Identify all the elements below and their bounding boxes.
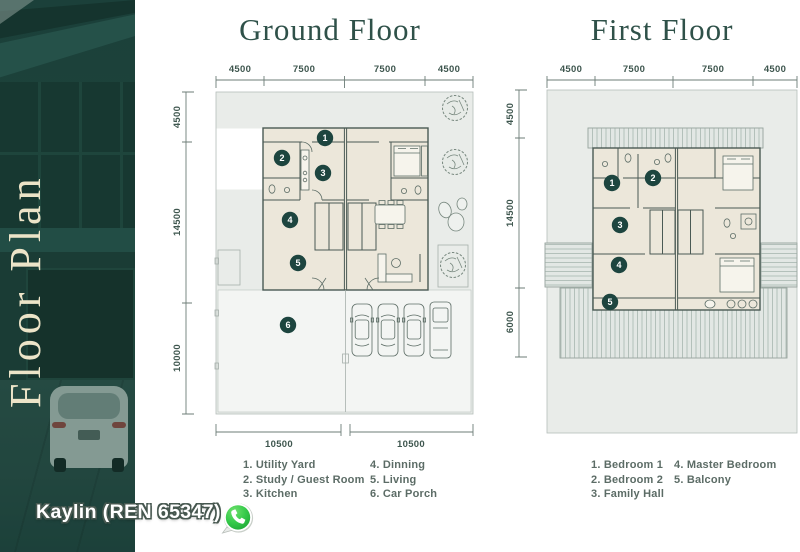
legend-item: 1. Bedroom 1 — [591, 459, 664, 471]
house-photo-upper-windows — [0, 82, 135, 230]
first-floor-plan: 4500 7500 7500 4500 4500 14500 6000 — [505, 64, 798, 434]
svg-text:4500: 4500 — [505, 103, 516, 125]
garden-rocks — [438, 197, 468, 232]
room-marker-number: 2 — [650, 173, 655, 183]
svg-text:4500: 4500 — [764, 64, 786, 75]
svg-text:10000: 10000 — [172, 344, 183, 372]
paved-pad — [437, 244, 469, 288]
legend-item: 1. Utility Yard — [243, 459, 316, 471]
svg-text:14500: 14500 — [505, 199, 516, 227]
ground-floor-title: Ground Floor — [239, 12, 421, 47]
page-title-vertical: Floor Plan — [1, 173, 50, 409]
room-marker-number: 1 — [322, 133, 327, 143]
first-floor-legend-col2: 4. Master Bedroom 5. Balcony — [674, 458, 776, 487]
legend-item: 5. Living — [370, 473, 417, 486]
room-marker-circle — [289, 254, 307, 272]
legend-item: 5. Balcony — [674, 473, 732, 486]
legend-item: 4. Master Bedroom — [674, 459, 777, 471]
room-marker-circle — [610, 256, 628, 274]
planter-sinks — [704, 299, 758, 309]
legend-item: 2. Study / Guest Room — [243, 473, 365, 486]
svg-text:7500: 7500 — [702, 64, 724, 75]
ground-floor-legend-col2: 4. Dinning 5. Living 6. Car Porch — [370, 458, 437, 502]
ground-floor-legend-col1: 1. Utility Yard 2. Study / Guest Room 3. K… — [243, 458, 365, 502]
svg-text:7500: 7500 — [623, 64, 645, 75]
room-marker-circle — [279, 316, 297, 334]
svg-text:6000: 6000 — [505, 311, 516, 333]
svg-text:4500: 4500 — [229, 64, 251, 75]
room-marker-number: 5 — [295, 258, 300, 268]
teal-overlay — [0, 0, 135, 552]
agent-label: Kaylin (REN 65347) — [36, 501, 221, 523]
room-markers: 1 2 3 4 5 6 — [273, 129, 334, 334]
ground-dims-top: 4500 7500 7500 4500 — [215, 64, 474, 88]
room-marker-circle — [316, 129, 334, 147]
legend-item: 4. Dinning — [370, 459, 426, 471]
svg-text:7500: 7500 — [293, 64, 315, 75]
stairs — [649, 209, 704, 255]
room-marker-circle — [611, 216, 629, 234]
car-icon — [349, 301, 452, 359]
ground-floor-plan: 4500 7500 7500 4500 4500 14500 10000 105… — [172, 64, 474, 450]
room-markers: 1 2 3 4 5 — [601, 169, 662, 311]
house-photo-balcony-rail — [0, 228, 135, 252]
ground-dims-bottom: 10500 10500 — [215, 424, 474, 450]
sofa-set — [377, 253, 421, 283]
room-marker-number: 6 — [285, 320, 290, 330]
room-marker-circle — [601, 293, 619, 311]
svg-text:10500: 10500 — [265, 439, 293, 450]
whatsapp-icon[interactable] — [221, 501, 255, 535]
first-floor-title: First Floor — [590, 12, 734, 47]
room-marker-number: 3 — [320, 168, 325, 178]
room-marker-number: 2 — [279, 153, 284, 163]
room-marker-circle — [314, 164, 332, 182]
room-marker-number: 5 — [607, 297, 612, 307]
legend-item: 3. Family Hall — [591, 488, 665, 500]
legend-item: 3. Kitchen — [243, 488, 298, 500]
room-marker-circle — [273, 149, 291, 167]
svg-text:4500: 4500 — [560, 64, 582, 75]
room-marker-number: 4 — [616, 260, 621, 270]
room-marker-circle — [281, 211, 299, 229]
legend-item: 6. Car Porch — [370, 488, 438, 500]
ground-car-porch-area — [217, 289, 472, 413]
stairs — [314, 202, 377, 251]
svg-text:4500: 4500 — [438, 64, 460, 75]
svg-text:7500: 7500 — [374, 64, 396, 75]
room-marker-circle — [603, 174, 621, 192]
bed — [393, 145, 428, 177]
house-photo-lower-window — [26, 268, 135, 380]
room-marker-circle — [644, 169, 662, 187]
bathroom-fixtures — [723, 213, 757, 239]
room-marker-number: 3 — [617, 220, 622, 230]
dining-table — [374, 200, 406, 229]
svg-text:14500: 14500 — [172, 208, 183, 236]
first-dims-left: 4500 14500 6000 — [505, 89, 527, 358]
bed — [719, 155, 755, 293]
first-dims-top: 4500 7500 7500 4500 — [546, 64, 798, 88]
room-marker-number: 1 — [609, 178, 614, 188]
first-floor-legend-col1: 1. Bedroom 1 2. Bedroom 2 3. Family Hall — [591, 458, 664, 502]
house-photo-car — [50, 386, 128, 472]
sidebar-photo-panel — [0, 0, 135, 552]
ground-dims-left: 4500 14500 10000 — [172, 91, 194, 415]
svg-text:4500: 4500 — [172, 106, 183, 128]
legend-item: 2. Bedroom 2 — [591, 473, 664, 486]
svg-text:10500: 10500 — [397, 439, 425, 450]
room-marker-number: 4 — [287, 215, 292, 225]
